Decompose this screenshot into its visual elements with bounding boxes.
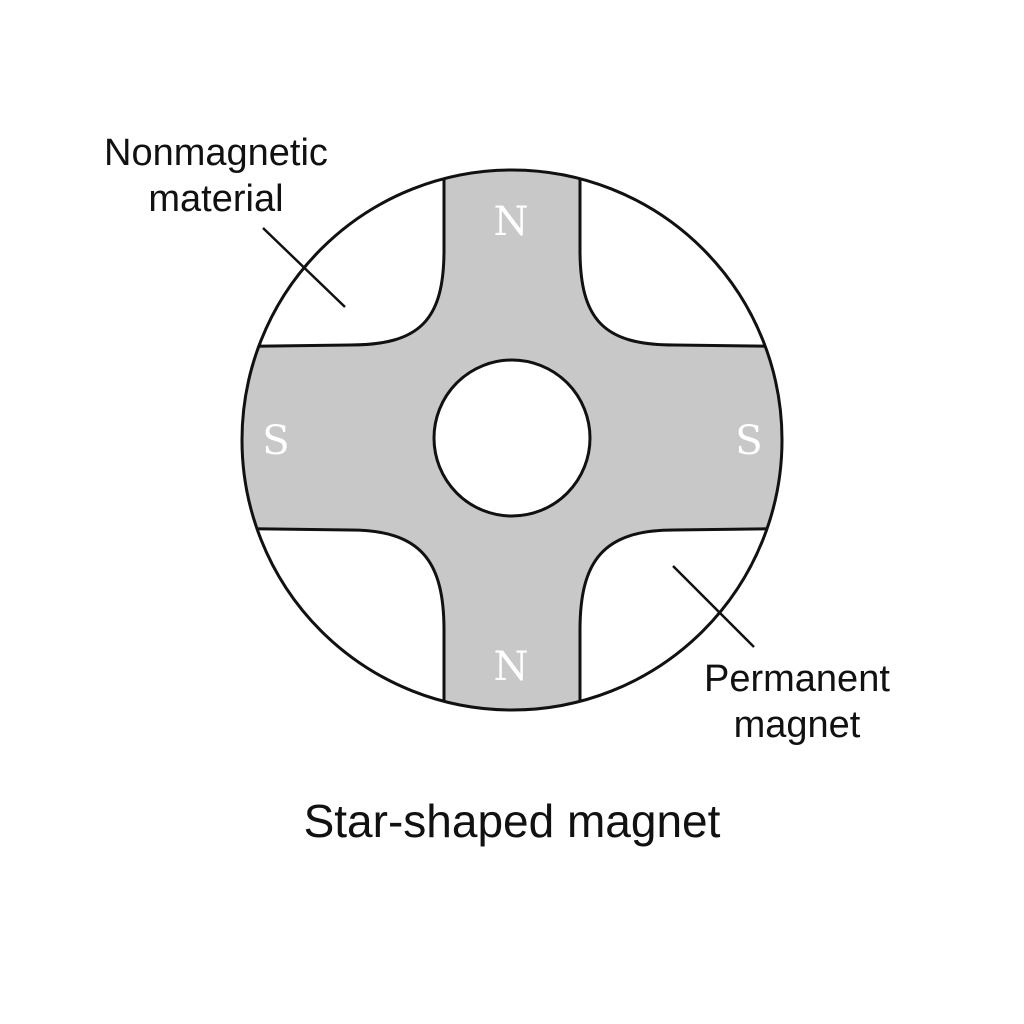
pole-right: S: [735, 418, 762, 464]
outer-circle: [240, 168, 784, 712]
label-nonmagnetic-line2: material: [148, 178, 284, 220]
pole-left: S: [262, 418, 289, 464]
diagram-title: Star-shaped magnet: [303, 795, 721, 847]
pole-bottom: N: [494, 644, 529, 690]
nonmagnetic-region-bottom-left: [242, 526, 446, 710]
label-nonmagnetic-material: Nonmagnetic material: [104, 130, 328, 222]
leader-line-nonmagnetic: [262, 227, 346, 308]
label-permanent-line2: magnet: [733, 704, 861, 746]
label-nonmagnetic-line1: Nonmagnetic: [104, 132, 328, 174]
label-permanent-magnet: Permanent magnet: [704, 656, 890, 748]
leader-line-permanent: [672, 565, 755, 648]
pole-top: N: [494, 199, 529, 245]
label-permanent-line1: Permanent: [704, 658, 890, 700]
center-hole: [432, 358, 592, 518]
